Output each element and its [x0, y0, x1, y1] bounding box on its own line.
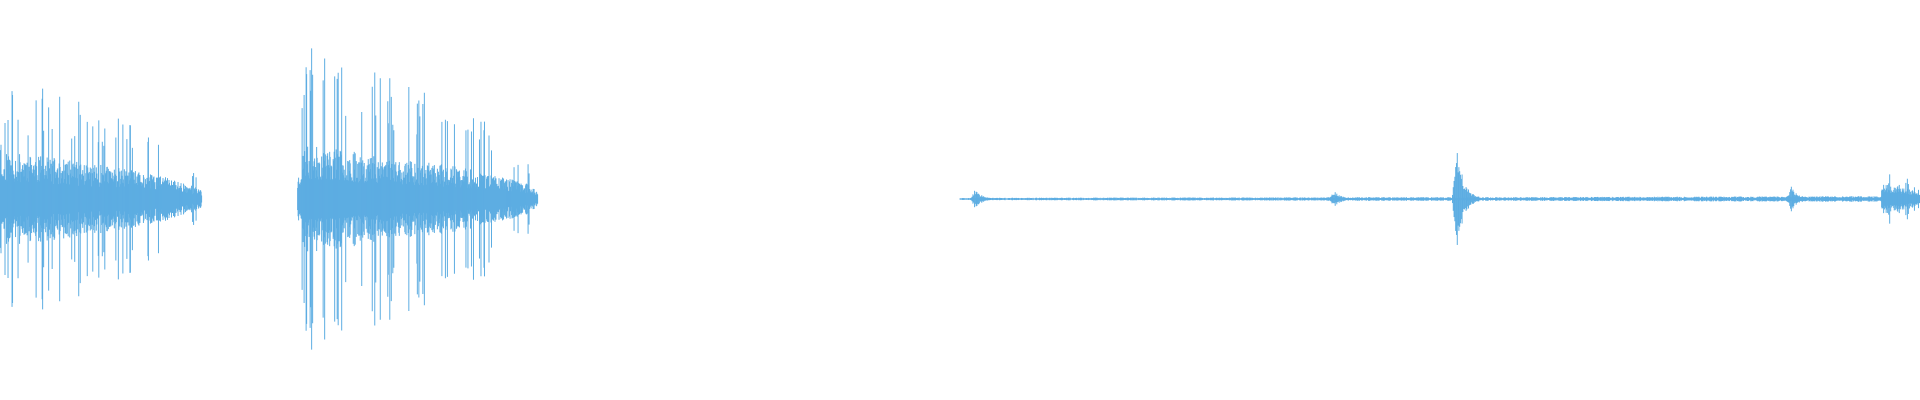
- waveform-lines: [0, 48, 1920, 350]
